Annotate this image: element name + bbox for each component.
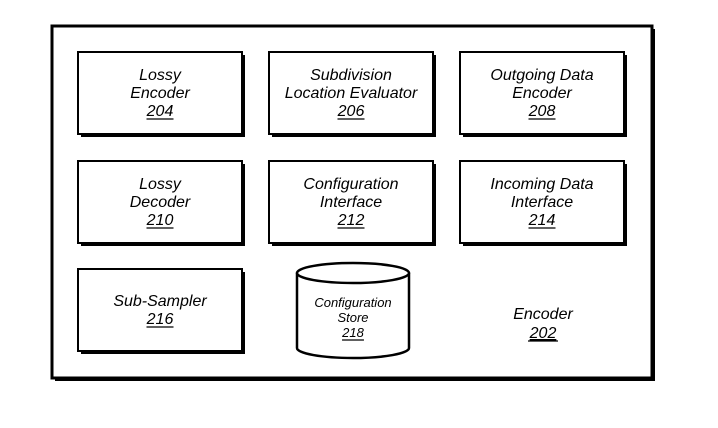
component-ref: 216 [146,311,174,328]
component-box [77,51,243,135]
component-ref: 208 [528,103,556,120]
cylinder-top [295,261,411,285]
component-ref: 218 [341,325,364,340]
component-box [459,160,625,244]
component-label-line: Sub-Sampler [113,293,207,310]
component-label-line: Configuration [303,176,398,193]
component-ref: 214 [528,212,556,229]
component-box [77,160,243,244]
component-label-line: Store [337,310,368,325]
component-box [459,51,625,135]
encoder-label: Encoder 202 [513,306,573,342]
component-ref: 210 [146,212,174,229]
component-label-line: Encoder [130,85,190,102]
component-ref: 206 [337,103,365,120]
encoder-name: Encoder [513,306,573,323]
component-label-line: Subdivision [310,67,392,84]
component-label-line: Interface [511,194,573,211]
component-label-line: Lossy [139,67,182,84]
encoder-ref: 202 [529,325,557,342]
component-label-line: Incoming Data [490,176,593,193]
component-label-line: Location Evaluator [285,85,418,102]
component-label-line: Lossy [139,176,182,193]
component-label-line: Configuration [314,295,391,310]
cylinder-body [295,273,411,360]
component-box [268,160,434,244]
component-label-line: Decoder [130,194,191,211]
component-label-line: Encoder [512,85,572,102]
component-label-line: Interface [320,194,382,211]
component-ref: 212 [337,212,365,229]
component-box [268,51,434,135]
component-box [77,268,243,352]
component-label-line: Outgoing Data [490,67,593,84]
component-ref: 204 [146,103,174,120]
